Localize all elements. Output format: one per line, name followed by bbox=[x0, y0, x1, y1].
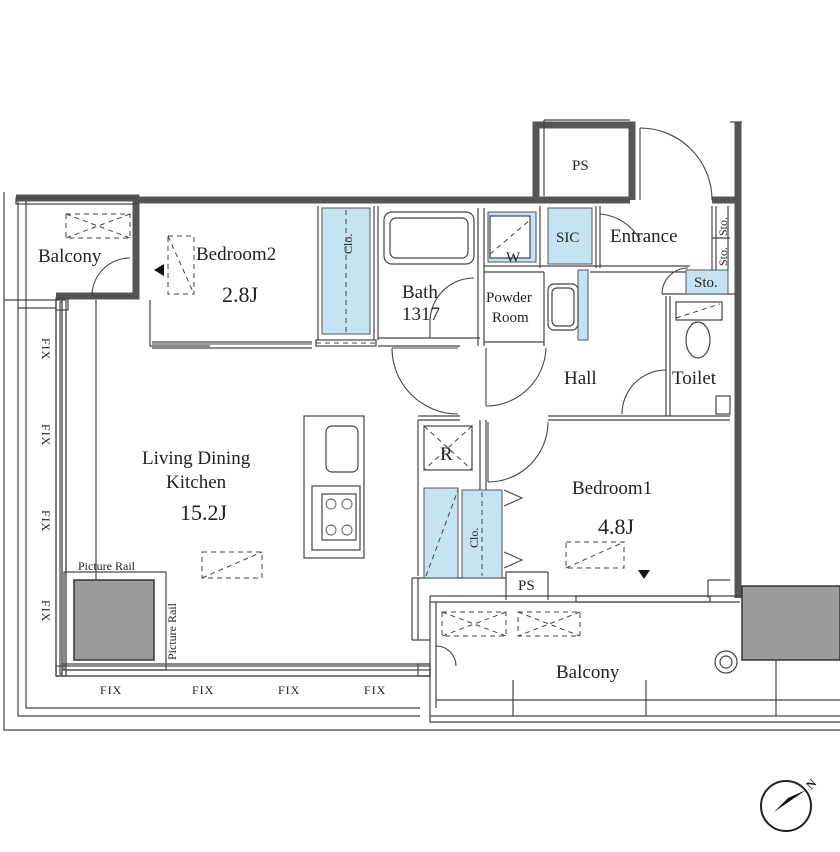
ps-bottom-label: PS bbox=[518, 578, 535, 594]
outer-balcony-railing bbox=[3, 192, 840, 731]
doors bbox=[91, 127, 713, 667]
ldk-label-1: Living Dining bbox=[142, 448, 251, 469]
fix-bottom-4: FIX bbox=[364, 683, 386, 697]
windows bbox=[15, 197, 711, 677]
picture-rail-h-label: Picture Rail bbox=[78, 559, 136, 573]
fix-labels: FIX FIX FIX FIX FIX FIX FIX FIX bbox=[39, 338, 386, 697]
entrance-label: Entrance bbox=[610, 226, 678, 247]
closet-b-label: Clo. bbox=[467, 528, 481, 548]
fix-left-3: FIX bbox=[39, 510, 53, 532]
storage-wide-label: Sto. bbox=[694, 275, 718, 291]
bedroom2-size: 2.8J bbox=[222, 282, 259, 307]
room-labels: Balcony Bedroom2 2.8J Clo. Bath 1317 W S… bbox=[38, 158, 730, 683]
balcony-bottom-label: Balcony bbox=[556, 662, 620, 683]
fixtures bbox=[55, 211, 840, 677]
hall-label: Hall bbox=[564, 368, 597, 389]
balcony-left-label: Balcony bbox=[38, 246, 102, 267]
refrigerator-label: R bbox=[440, 444, 453, 465]
sic-label: SIC bbox=[556, 230, 579, 246]
closet-a-label: Clo. bbox=[341, 234, 355, 254]
fix-left-1: FIX bbox=[39, 338, 53, 360]
north-compass: N bbox=[760, 776, 819, 832]
bath-size: 1317 bbox=[402, 304, 440, 325]
storage-small-1-label: Sto. bbox=[716, 217, 730, 236]
storage-small-2-label: Sto. bbox=[716, 247, 730, 266]
fix-left-2: FIX bbox=[39, 424, 53, 446]
ldk-label-2: Kitchen bbox=[166, 472, 227, 493]
closets bbox=[321, 207, 729, 579]
powder-room-label-1: Powder bbox=[486, 290, 532, 306]
toilet-label: Toilet bbox=[672, 368, 717, 389]
fix-left-4: FIX bbox=[39, 600, 53, 622]
north-arrow-icon bbox=[774, 790, 806, 812]
picture-rail-v-label: Picture Rail bbox=[165, 602, 179, 660]
fix-bottom-1: FIX bbox=[100, 683, 122, 697]
powder-room-label-2: Room bbox=[492, 310, 529, 326]
bedroom1-size: 4.8J bbox=[598, 514, 635, 539]
fix-bottom-2: FIX bbox=[192, 683, 214, 697]
ps-top-label: PS bbox=[572, 158, 589, 174]
fix-bottom-3: FIX bbox=[278, 683, 300, 697]
bedroom1-label: Bedroom1 bbox=[572, 478, 652, 499]
ldk-size: 15.2J bbox=[180, 500, 228, 525]
wardrobe-label: W bbox=[506, 250, 521, 266]
bath-label: Bath bbox=[402, 282, 438, 303]
bedroom2-label: Bedroom2 bbox=[196, 244, 276, 265]
